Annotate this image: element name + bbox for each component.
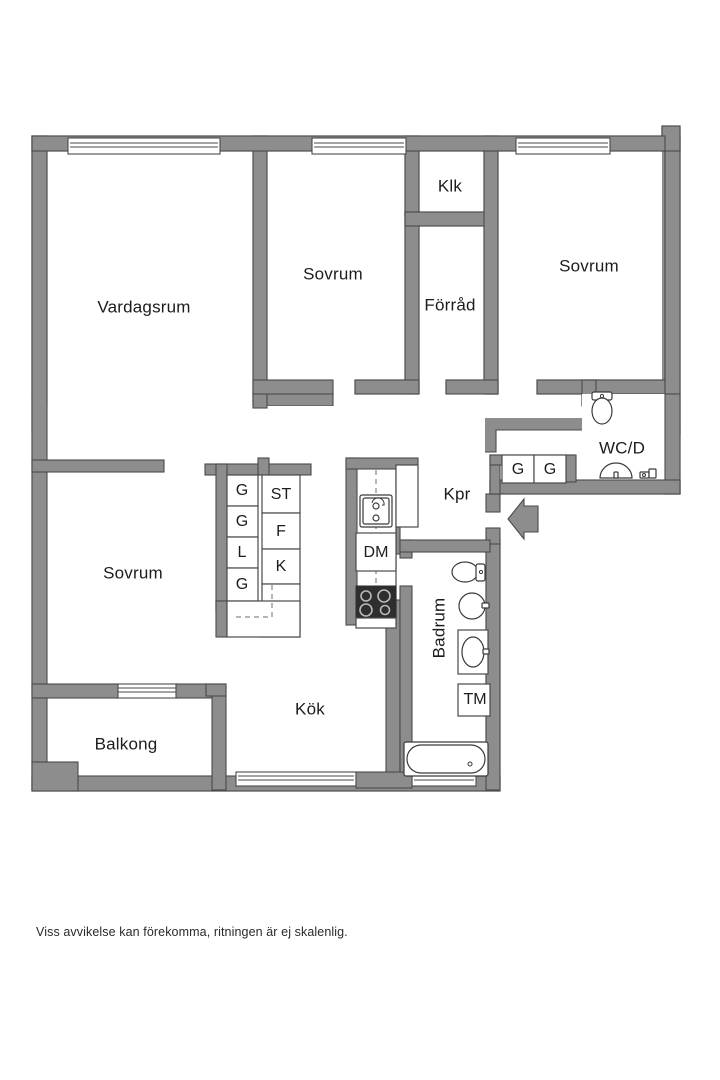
window-bedroom-right-top [515,137,611,155]
wall-forrad-stub-left-r [354,379,420,395]
room-label-kpr: Kpr [443,484,470,503]
small-appliance-icon [639,468,657,479]
window-balcony [115,683,179,699]
wall-cabinet-bottom-left [215,600,228,638]
bathroom-fixtures: TM [403,561,491,777]
room-label-forrad: Förråd [424,295,475,314]
cabinet-label: K [276,558,287,575]
wall-balcony-top [31,683,119,699]
room-label-sovrum-left: Sovrum [103,563,163,582]
bathtub-icon [403,741,489,777]
wall-cabinet-top-stub [257,457,270,476]
wall-living-bed-stub-r [252,379,334,395]
room-label-vardagsrum: Vardagsrum [97,297,190,316]
room-label-klk: Klk [438,176,463,195]
toilet-icon [451,561,486,583]
window-living-top [67,137,221,155]
wall-kitchen-run-top [345,457,419,470]
window-bedroom-top [311,137,407,155]
washing-machine-label: TM [463,691,486,708]
wcd-fixtures [591,391,657,479]
wall-sovrum-left-top [31,459,165,473]
windows [67,137,611,787]
stove-icon [355,585,397,619]
washing-machine: TM [457,683,491,717]
cabinet-label: L [238,544,247,561]
wall-forrad-bedroom-r [483,135,499,395]
wall-klk-forrad-r [404,211,498,227]
lower-partitions [31,459,491,792]
cabinet-label: G [236,513,248,530]
washbasin-icon [458,592,490,620]
window-kitchen-bottom [235,771,357,787]
hall-cabinets: G G [501,454,567,484]
room-label-sovrum-right: Sovrum [559,256,619,275]
entrance-arrow[interactable] [507,497,539,541]
room-label-wcd: WC/D [599,438,645,457]
cabinet-label: F [276,523,286,540]
wall-bed-forrad-r [404,211,420,395]
kitchen-cabinets-center: G G L G ST F K [204,457,312,638]
wall-balcony-right [211,683,227,791]
washbasin-icon [599,462,633,479]
cabinet-label: ST [271,486,292,503]
wall-kok-bath-connector [355,771,413,789]
wall-living-bed-r [252,135,268,409]
cabinet-column-left [226,474,259,602]
upper-rooms-fill [46,150,662,418]
room-label-balkong: Balkong [95,734,158,753]
wall-right-upper-r [664,135,681,435]
cabinet-label: G [512,461,524,478]
disclaimer-caption: Viss avvikelse kan förekomma, ritningen … [36,925,348,939]
room-label-sovrum-top: Sovrum [303,264,363,283]
wall-bathroom-top [399,539,491,553]
cabinet-label: G [236,576,248,593]
room-label-badrum: Badrum [429,598,448,659]
sink-icon [359,494,393,528]
dishwasher-label: DM [364,544,389,561]
wall-kitchen-run-left [345,457,358,626]
dishwasher: DM [355,532,397,572]
room-label-kok: Kök [295,699,325,718]
room-labels: Vardagsrum Sovrum Klk Förråd Sovrum WC/D… [95,176,645,753]
wall-forrad-bottom-stub-r [445,379,499,395]
kitchen-run: DM [345,457,419,629]
cabinet-label: G [236,482,248,499]
toilet-icon [591,391,613,425]
wall-balcony-bottom-step [31,761,79,792]
cabinet-label: G [544,461,556,478]
wall-wcd-right [664,393,681,495]
wall-hall-cab-right [565,454,577,483]
wall-balcony-right-cap [205,683,227,697]
washbasin-icon [457,629,490,675]
wall-cabinet-left [215,463,228,613]
wall-kpr-right [485,493,501,513]
